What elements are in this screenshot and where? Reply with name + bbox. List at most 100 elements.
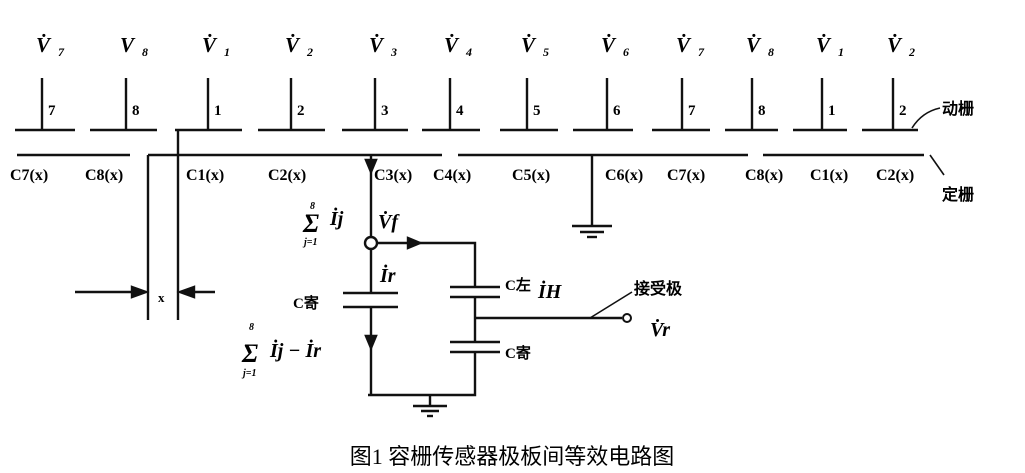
c-top-label: C左	[505, 276, 531, 294]
voltage-label: V̇ 2	[285, 33, 313, 59]
voltage-label: V̇ 3	[369, 33, 397, 59]
plate-number: 5	[533, 103, 541, 119]
capacitance-label: C7(x)	[10, 167, 48, 184]
arrowhead-right	[130, 285, 150, 299]
displacement-label: x	[158, 290, 165, 305]
voltage-subscript: 7	[698, 45, 705, 59]
voltage-subscript: 1	[838, 45, 844, 59]
figure-caption: 图1 容栅传感器极板间等效电路图	[350, 444, 675, 469]
plate-number: 7	[48, 103, 56, 119]
voltage-symbol: V̇	[202, 33, 218, 57]
ground-icon	[572, 224, 612, 239]
vr-label: V̇r	[650, 317, 670, 341]
voltage-label: V̇ 4	[444, 33, 472, 59]
voltage-subscript: 6	[623, 45, 629, 59]
arrowhead-down	[364, 158, 378, 176]
fixed-grating-plates: C7(x) C8(x) C1(x) C2(x) C3(x) C4(x) C5(x) C6(x)…	[10, 153, 924, 184]
moving-grating-leader	[911, 107, 941, 129]
plate-number: 6	[613, 103, 621, 119]
vf-label: V̇f	[378, 209, 400, 233]
moving-plate: 2 V̇ 2	[258, 33, 325, 132]
plate-number: 1	[828, 103, 836, 119]
capacitance-label: C5(x)	[512, 167, 550, 184]
sum-symbol: Σ	[302, 209, 319, 238]
current-j: İj	[329, 206, 344, 230]
plate-number: 8	[132, 103, 140, 119]
moving-plate: 1V̇1	[793, 33, 847, 132]
voltage-label: V̇ 1	[202, 33, 230, 59]
plate-number: 2	[297, 103, 305, 119]
wire-bottom-right	[368, 352, 477, 397]
capacitance-label: C8(x)	[85, 167, 123, 184]
voltage-symbol: V̇	[887, 33, 903, 57]
voltage-symbol: V̇	[369, 33, 385, 57]
output-terminal[interactable]	[622, 313, 632, 323]
capacitance-label: C8(x)	[745, 167, 783, 184]
voltage-subscript: 7	[58, 45, 65, 59]
capacitance-label: C2(x)	[268, 167, 306, 184]
plate-number: 3	[381, 103, 389, 119]
capacitance-label: C3(x)	[374, 167, 412, 184]
capacitance-label: C2(x)	[876, 167, 914, 184]
sum-top-2: 8	[249, 322, 254, 333]
voltage-label: V̇7	[36, 33, 65, 59]
voltage-label: V̇ 8	[746, 33, 774, 59]
fixed-grating-label: 定栅	[941, 185, 974, 204]
voltage-label: V̇5	[521, 33, 549, 59]
voltage-label: V̇ 6	[601, 33, 629, 59]
ground-icon	[413, 404, 447, 418]
moving-plate: 7 V̇ 7	[652, 33, 710, 132]
moving-plate: 5V̇5	[500, 33, 558, 132]
receiver-leader	[589, 291, 633, 319]
moving-plate: 2 V̇ 2	[862, 33, 918, 132]
voltage-label: V̇1	[816, 33, 844, 59]
c-left-label: C寄	[293, 294, 319, 312]
voltage-symbol: V̇	[746, 33, 762, 57]
voltage-symbol: V̇	[444, 33, 460, 57]
capacitance-label: C7(x)	[667, 167, 705, 184]
voltage-label: V̇ 7	[676, 33, 705, 59]
moving-plate: 6 V̇ 6	[573, 33, 633, 132]
arrowhead-right-ih	[406, 236, 424, 250]
plate-number: 7	[688, 103, 696, 119]
ih-label: İH	[537, 279, 563, 303]
capacitance-label: C6(x)	[605, 167, 643, 184]
moving-plate: 8 V̇ 8	[725, 33, 778, 132]
voltage-subscript: 8	[142, 45, 148, 59]
plate-number: 1	[214, 103, 222, 119]
moving-plate: 3 V̇ 3	[342, 33, 408, 132]
plate-number: 2	[899, 103, 907, 119]
receiver-label: 接受极	[634, 279, 683, 298]
node	[363, 235, 379, 251]
voltage-subscript: 8	[768, 45, 774, 59]
moving-plate: 1 V̇ 1	[175, 33, 242, 132]
voltage-symbol: V̇	[285, 33, 301, 57]
sum-minus-label: İj − İr	[269, 338, 321, 362]
voltage-subscript: 4	[465, 45, 472, 59]
voltage-subscript: 1	[224, 45, 230, 59]
plate-number: 4	[456, 103, 464, 119]
fixed-grating-leader	[929, 154, 945, 176]
sum-top: 8	[310, 201, 315, 212]
voltage-subscript: 2	[306, 45, 313, 59]
moving-grating-label: 动栅	[942, 99, 974, 118]
sum-bottom-2: j=1	[241, 368, 256, 379]
voltage-symbol: V̇	[676, 33, 692, 57]
capacitance-label: C4(x)	[433, 167, 471, 184]
voltage-subscript: 3	[390, 45, 397, 59]
sum-symbol-2: Σ	[241, 339, 258, 368]
capacitance-label: C1(x)	[186, 167, 224, 184]
voltage-subscript: 5	[543, 45, 549, 59]
ir-label: İr	[379, 263, 396, 287]
moving-plate: 7V̇7	[15, 33, 75, 132]
capacitance-label: C1(x)	[810, 167, 848, 184]
c-bottom-label: C寄	[505, 344, 531, 362]
voltage-symbol: V	[120, 33, 136, 57]
plate-number: 8	[758, 103, 766, 119]
voltage-symbol: V̇	[601, 33, 617, 57]
voltage-subscript: 2	[908, 45, 915, 59]
